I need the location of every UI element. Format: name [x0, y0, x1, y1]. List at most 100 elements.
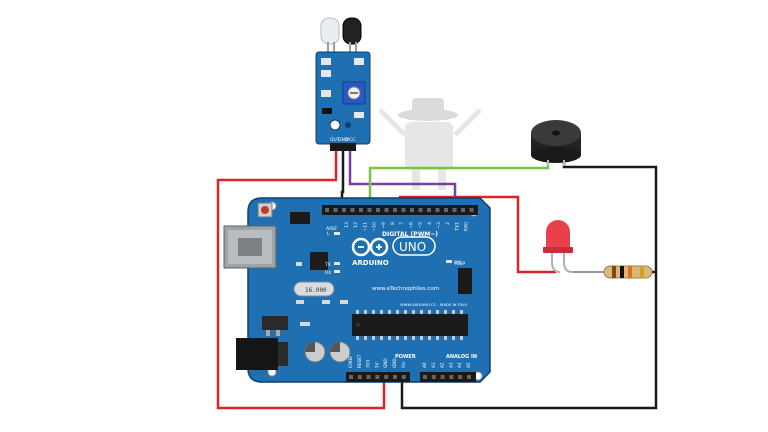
chip-leg	[452, 310, 455, 314]
chip-leg	[444, 336, 447, 340]
analog-pin-label: A0	[422, 362, 427, 368]
digital-pin-label: RX0	[464, 222, 470, 231]
chip-leg	[404, 310, 407, 314]
chip-leg	[420, 336, 423, 340]
pin-hole	[384, 208, 389, 212]
crystal-oscillator	[293, 281, 335, 297]
pin-hole	[401, 208, 406, 212]
status-leds: L TX RX ON	[324, 231, 461, 276]
digital-pin-label: 12	[353, 222, 359, 228]
chip-leg	[356, 336, 359, 340]
digital-pin-label: ~11	[362, 222, 368, 232]
chip-leg	[436, 336, 439, 340]
chip-leg	[380, 336, 383, 340]
chip-leg	[412, 310, 415, 314]
brand-label: ARDUINO	[352, 259, 389, 267]
pin-hole	[325, 208, 329, 212]
ir-emitter-led	[320, 17, 340, 45]
digital-pin-label: ~5	[418, 222, 424, 229]
power-pin-label: GND	[383, 358, 388, 368]
digital-pin-label: 8	[390, 222, 396, 225]
analog-pin-label: A4	[457, 362, 462, 368]
pin-hole	[435, 208, 440, 212]
pin-hole	[376, 208, 380, 212]
digital-pin-label: 4	[427, 222, 433, 225]
digital-header	[322, 205, 478, 215]
chip-leg	[436, 310, 439, 314]
power-pin-label: RESET	[357, 354, 362, 368]
chip-leg	[404, 336, 407, 340]
sensor-pin-vcc-label: VCC	[346, 137, 355, 143]
icsp-label: ICSP	[455, 261, 465, 267]
pin-hole	[349, 375, 353, 379]
chip-leg	[388, 336, 391, 340]
ir-receiver-led	[342, 17, 362, 45]
digital-header-label: DIGITAL (PWM~)	[382, 231, 438, 238]
pin-hole	[452, 208, 457, 212]
pin-hole	[418, 208, 423, 212]
chip-leg	[452, 336, 455, 340]
pin-hole	[393, 208, 397, 212]
uno-badge	[392, 236, 436, 256]
pin-hole	[458, 375, 463, 379]
pin-hole	[467, 375, 471, 379]
red-led	[543, 220, 573, 273]
pin-hole	[359, 208, 363, 212]
pin-hole	[401, 375, 406, 379]
wire-red-sensor-vcc	[216, 150, 386, 410]
analog-pin-label: A1	[431, 362, 436, 368]
chip-leg	[412, 336, 415, 340]
chip-leg	[356, 310, 359, 314]
ir-sensor-module: OUT GND VCC	[315, 17, 371, 151]
pin-hole	[444, 208, 448, 212]
buzzer	[531, 120, 581, 166]
digital-pin-label: ~6	[408, 222, 414, 229]
chip-leg	[372, 336, 375, 340]
made-in-label: WWW.ARDUINO.CC - MADE IN ITALY	[400, 302, 468, 307]
chip-leg	[444, 310, 447, 314]
power-pin-label: 5V	[374, 362, 379, 368]
power-pin-label: 3V3	[366, 359, 371, 368]
pin-hole	[357, 375, 362, 379]
icsp-header	[458, 268, 472, 294]
pin-hole	[367, 208, 372, 212]
sensor-mount-hole	[329, 119, 341, 131]
led-tx-label: TX	[324, 262, 331, 268]
crystal-label: 16.000	[305, 287, 327, 294]
model-label: UNO	[399, 240, 426, 254]
pin-hole	[366, 375, 371, 379]
sensor-pin-gnd-label: GND	[338, 137, 349, 143]
mascot-watermark	[378, 98, 482, 190]
chip-leg	[364, 336, 367, 340]
pin-hole	[469, 208, 474, 212]
led-on-label: ON	[454, 260, 461, 266]
pin-hole	[350, 208, 355, 212]
pin-hole	[431, 375, 436, 379]
resistor	[603, 265, 653, 279]
pin-hole	[393, 375, 397, 379]
led-l-label: L	[327, 231, 330, 237]
chip-leg	[372, 310, 375, 314]
digital-pin-label: ~9	[381, 222, 387, 229]
usb-interface-chip	[310, 252, 328, 270]
analog-header	[420, 372, 476, 382]
analog-pin-label: A5	[466, 362, 471, 368]
icsp-header-usb	[290, 212, 310, 224]
dc-power-jack	[236, 338, 278, 370]
chip-leg	[428, 336, 431, 340]
power-pin-label: Vin	[401, 361, 406, 368]
pin-hole	[461, 208, 465, 212]
digital-pin-label: ~10	[372, 222, 378, 232]
analog-header-label: ANALOG IN	[446, 354, 477, 360]
chip-leg	[380, 310, 383, 314]
atmega-chip	[352, 314, 468, 336]
chip-leg	[396, 336, 399, 340]
pin-hole	[427, 208, 431, 212]
led-rx-label: RX	[325, 270, 331, 276]
voltage-regulator	[262, 316, 288, 330]
pin-hole	[342, 208, 346, 212]
digital-pin-label: 13	[344, 222, 350, 228]
digital-pin-label: ~3	[436, 222, 442, 229]
